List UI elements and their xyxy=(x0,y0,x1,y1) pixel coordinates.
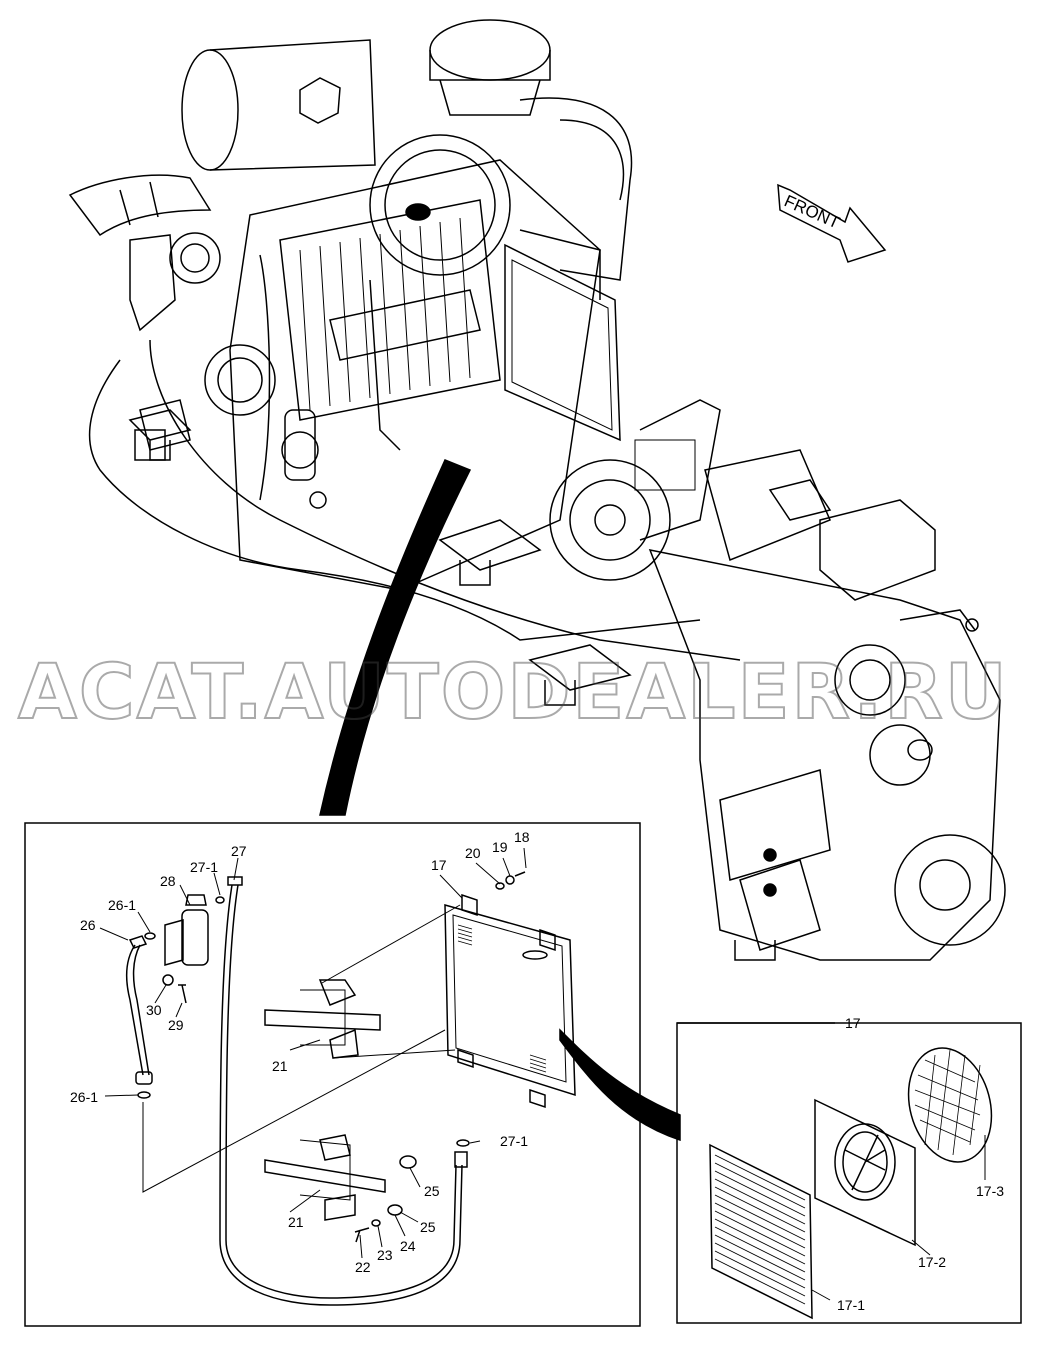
label-17: 17 xyxy=(431,857,447,873)
label-28: 28 xyxy=(160,873,176,889)
front-arrow: FRONT xyxy=(777,183,887,263)
label-21-upper: 21 xyxy=(272,1058,288,1074)
label-24: 24 xyxy=(400,1238,416,1254)
engine-assembly xyxy=(68,19,1006,961)
label-23: 23 xyxy=(377,1247,393,1263)
exploded-parts xyxy=(125,871,576,1306)
label-21-lower: 21 xyxy=(288,1214,304,1230)
label-22: 22 xyxy=(355,1259,371,1275)
label-17-2: 17-2 xyxy=(918,1254,946,1270)
callout-pointer xyxy=(319,459,472,816)
label-17-header: 17 xyxy=(845,1015,861,1031)
label-30: 30 xyxy=(146,1002,162,1018)
label-17-3: 17-3 xyxy=(976,1183,1004,1199)
detail-box-radiator xyxy=(676,1022,1022,1324)
label-27-1-upper: 27-1 xyxy=(190,859,218,875)
callout-pointer-2 xyxy=(559,1028,681,1142)
watermark-text: ACAT.AUTODEALER.RU xyxy=(18,647,1009,736)
label-29: 29 xyxy=(168,1017,184,1033)
label-18: 18 xyxy=(514,829,530,845)
label-25-upper: 25 xyxy=(424,1183,440,1199)
label-27-1-lower: 27-1 xyxy=(500,1133,528,1149)
label-27: 27 xyxy=(231,843,247,859)
label-26-1-upper: 26-1 xyxy=(108,897,136,913)
label-19: 19 xyxy=(492,839,508,855)
label-20: 20 xyxy=(465,845,481,861)
label-26: 26 xyxy=(80,917,96,933)
detail-box-main xyxy=(24,822,641,1327)
radiator-exploded xyxy=(709,1047,993,1320)
label-26-1-lower: 26-1 xyxy=(70,1089,98,1105)
leader-lines xyxy=(99,847,527,1259)
label-17-1: 17-1 xyxy=(837,1297,865,1313)
label-25-lower: 25 xyxy=(420,1219,436,1235)
